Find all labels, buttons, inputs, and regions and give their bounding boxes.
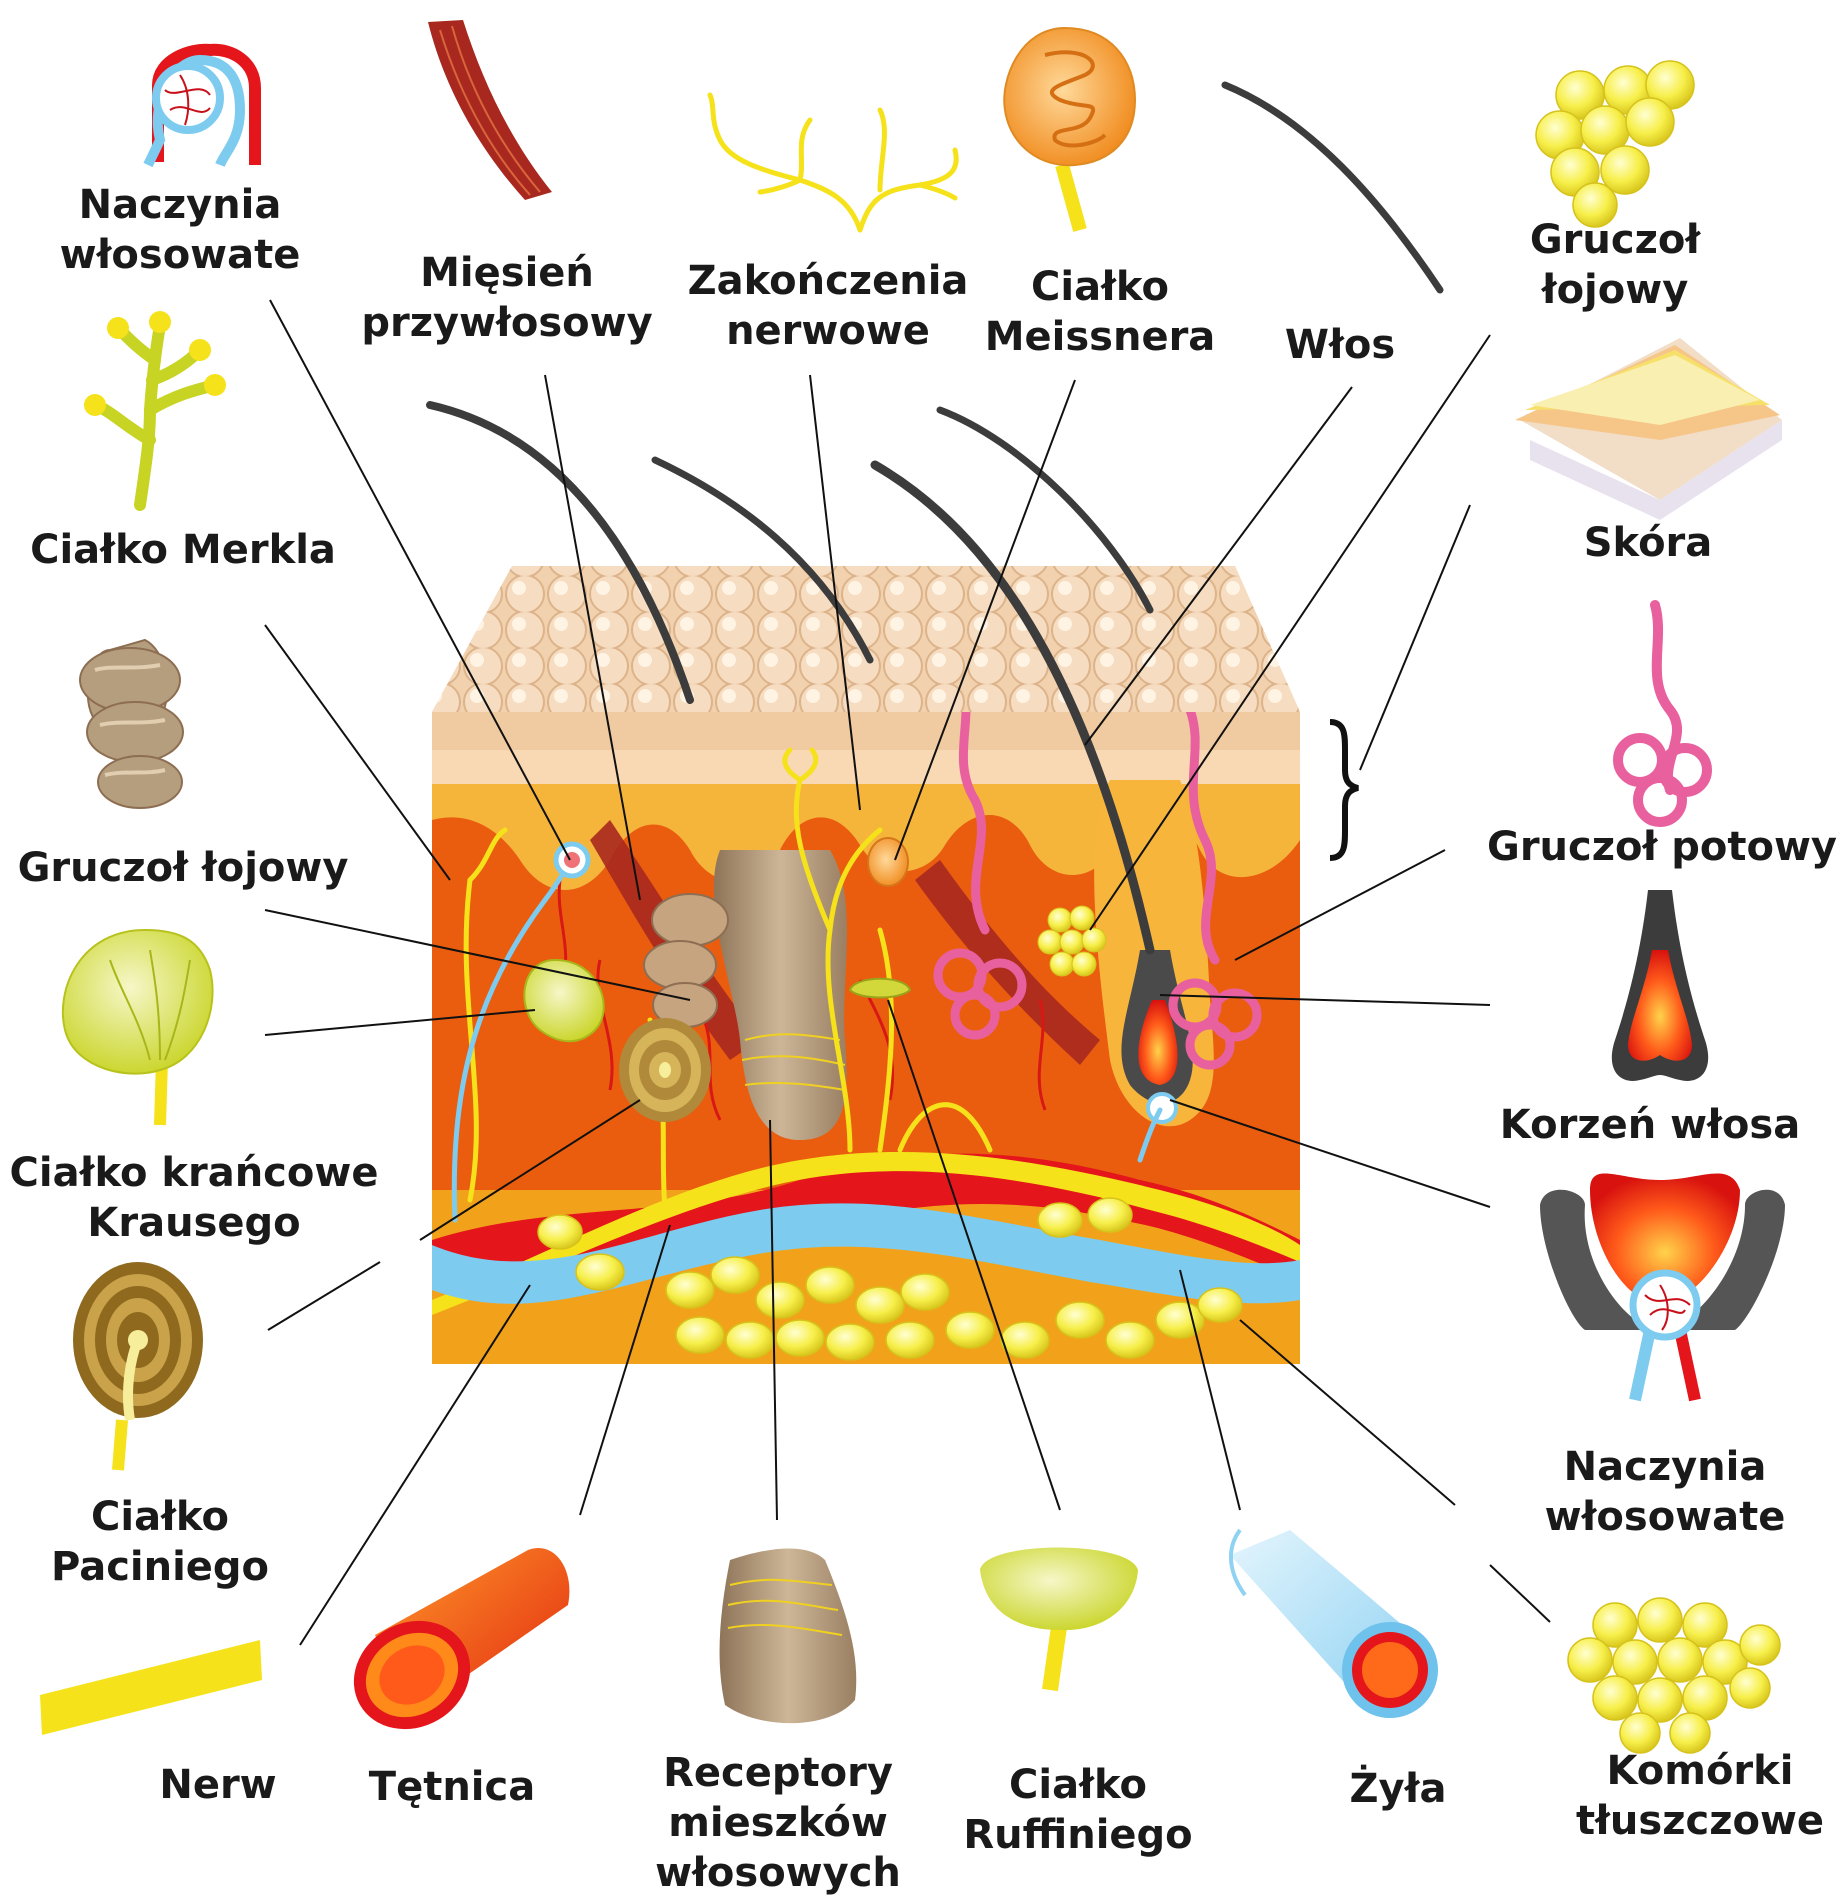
hair-root-icon	[1612, 890, 1708, 1081]
label-line: przywłosowy	[361, 298, 652, 348]
sebaceous-gland-icon	[80, 640, 183, 808]
label-line: Ciałko	[963, 1760, 1192, 1810]
label-line: włosowate	[1545, 1492, 1786, 1542]
nerve-fiber-icon	[40, 1640, 262, 1735]
label-line: Receptory	[655, 1748, 901, 1798]
capillary-loop-icon	[148, 50, 255, 165]
label-capillaries-top: Naczynia włosowate	[60, 180, 301, 280]
follicle-receptor-icon	[720, 1548, 857, 1723]
label-line: Naczynia	[1545, 1442, 1786, 1492]
label-line: Naczynia	[60, 180, 301, 230]
sebaceous-lobes	[644, 894, 728, 1027]
stratum-corneum	[432, 712, 1300, 750]
sebaceous-cluster-icon	[1536, 61, 1694, 227]
pacinian-corpuscle-icon	[73, 1262, 203, 1470]
merkel-cell-icon	[84, 311, 226, 505]
ruffini-corpuscle-icon	[980, 1548, 1138, 1691]
label-follicle-receptors: Receptory mieszków włosowych	[655, 1748, 901, 1898]
label-line: Tętnica	[369, 1762, 535, 1812]
arrector-muscle-icon	[428, 20, 552, 200]
label-vein: Żyła	[1350, 1764, 1447, 1814]
label-line: mieszków	[655, 1798, 901, 1848]
label-line: włosowych	[655, 1848, 901, 1898]
label-line: łojowy	[1530, 265, 1700, 315]
label-line: Ciałko	[985, 262, 1216, 312]
skin-surface-cells	[432, 566, 1300, 712]
label-line: Meissnera	[985, 312, 1216, 362]
meissner-in-section	[868, 838, 908, 886]
label-line: Gruczoł łojowy	[18, 843, 349, 893]
label-line: Mięsień	[361, 248, 652, 298]
label-meissner: Ciałko Meissnera	[985, 262, 1216, 362]
label-line: Włos	[1285, 320, 1395, 370]
label-line: Paciniego	[51, 1542, 269, 1592]
hair-bulb-capillary	[1148, 1094, 1176, 1122]
meissner-corpuscle-icon	[1004, 28, 1135, 230]
label-fat-cells: Komórki tłuszczowe	[1576, 1746, 1824, 1846]
artery-tube-icon	[334, 1548, 569, 1750]
label-sebaceous-right: Gruczoł łojowy	[1530, 215, 1700, 315]
label-line: tłuszczowe	[1576, 1796, 1824, 1846]
ruffini-in-section	[850, 979, 910, 998]
label-sweat-gland: Gruczoł potowy	[1487, 822, 1837, 872]
hair-bulb-capillary-icon	[1540, 1173, 1785, 1400]
label-hair-root: Korzeń włosa	[1500, 1100, 1800, 1150]
krause-bulb-icon	[63, 930, 213, 1125]
label-line: Skóra	[1584, 518, 1713, 568]
label-capillaries-right: Naczynia włosowate	[1545, 1442, 1786, 1542]
label-line: Gruczoł	[1530, 215, 1700, 265]
label-nerve-endings: Zakończenia nerwowe	[688, 256, 969, 356]
label-nerve: Nerw	[159, 1760, 276, 1810]
label-line: Nerw	[159, 1760, 276, 1810]
label-hair: Włos	[1285, 320, 1395, 370]
label-line: nerwowe	[688, 306, 969, 356]
vein-tube-icon	[1230, 1530, 1438, 1718]
label-line: Gruczoł potowy	[1487, 822, 1837, 872]
skin-brace	[1330, 722, 1358, 858]
label-line: Ciałko krańcowe	[10, 1148, 379, 1198]
label-artery: Tętnica	[369, 1762, 535, 1812]
label-line: włosowate	[60, 230, 301, 280]
label-line: Żyła	[1350, 1764, 1447, 1814]
label-line: Ruffiniego	[963, 1810, 1192, 1860]
label-merkel: Ciałko Merkla	[30, 525, 336, 575]
label-arrector-muscle: Mięsień przywłosowy	[361, 248, 652, 348]
label-krause: Ciałko krańcowe Krausego	[10, 1148, 379, 1248]
skin-layers-icon	[1515, 338, 1782, 520]
pacini-in-section	[619, 1018, 711, 1122]
label-pacini: Ciałko Paciniego	[51, 1492, 269, 1592]
label-ruffini: Ciałko Ruffiniego	[963, 1760, 1192, 1860]
label-skin: Skóra	[1584, 518, 1713, 568]
label-line: Komórki	[1576, 1746, 1824, 1796]
label-sebaceous-left: Gruczoł łojowy	[18, 843, 349, 893]
label-line: Ciałko Merkla	[30, 525, 336, 575]
label-line: Zakończenia	[688, 256, 969, 306]
sweat-gland-icon	[1618, 605, 1707, 822]
label-line: Ciałko	[51, 1492, 269, 1542]
stratum-lucidum	[432, 750, 1300, 784]
label-line: Krausego	[10, 1198, 379, 1248]
fat-cells-icon	[1568, 1598, 1780, 1753]
label-line: Korzeń włosa	[1500, 1100, 1800, 1150]
nerve-endings-icon	[710, 95, 956, 230]
